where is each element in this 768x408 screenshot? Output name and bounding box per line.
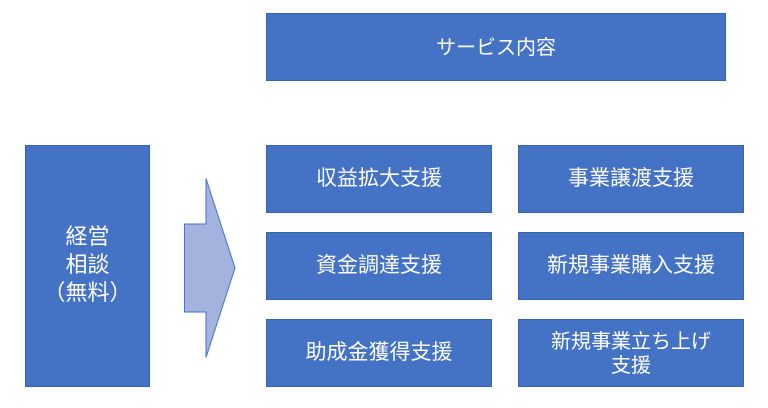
service-new-business-launch: 新規事業立ち上げ 支援 <box>518 319 744 387</box>
service-content-header: サービス内容 <box>266 13 726 81</box>
service-label: 事業譲渡支援 <box>568 166 694 191</box>
service-label: 新規事業購入支援 <box>547 253 715 278</box>
service-label-line-2: 支援 <box>611 353 651 377</box>
consultation-line-3: （無料） <box>43 281 132 307</box>
header-title: サービス内容 <box>436 35 556 59</box>
service-fund-raising: 資金調達支援 <box>266 232 492 300</box>
service-label: 収益拡大支援 <box>316 166 442 191</box>
service-revenue-expansion: 収益拡大支援 <box>266 145 492 213</box>
consultation-box: 経営 相談 （無料） <box>25 145 150 387</box>
service-new-business-purchase: 新規事業購入支援 <box>518 232 744 300</box>
service-subsidy-acquisition: 助成金獲得支援 <box>266 319 492 387</box>
right-arrow-icon <box>184 178 236 358</box>
arrow-shape <box>184 178 236 358</box>
service-label: 助成金獲得支援 <box>305 340 453 365</box>
service-label-line-1: 新規事業立ち上げ <box>551 328 711 353</box>
service-business-transfer: 事業譲渡支援 <box>518 145 744 213</box>
consultation-line-1: 経営 <box>65 224 110 250</box>
consultation-line-2: 相談 <box>65 252 110 278</box>
service-label: 資金調達支援 <box>316 253 442 278</box>
